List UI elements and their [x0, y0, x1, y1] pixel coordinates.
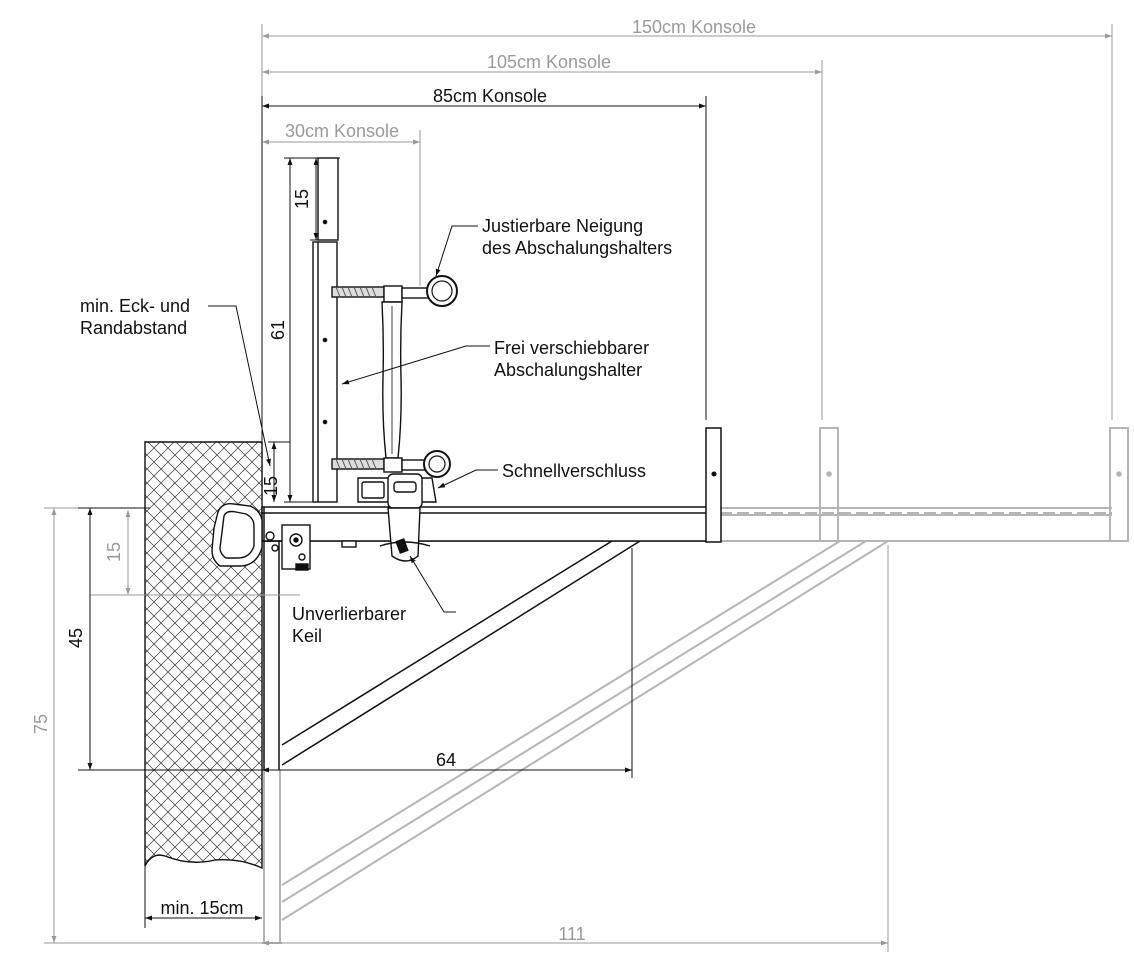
label-keil-2: Keil — [292, 626, 322, 646]
dim-75-label: 75 — [31, 714, 51, 734]
dim-45-label: 45 — [66, 628, 86, 648]
label-schnellverschluss: Schnellverschluss — [502, 461, 646, 481]
wall-bracket — [211, 502, 311, 571]
label-verschiebbar-2: Abschalungshalter — [494, 360, 642, 380]
grey-dimensions — [44, 24, 1113, 952]
label-keil-1: Unverlierbarer — [292, 604, 406, 624]
dim-61-label: 61 — [268, 320, 288, 340]
dim-105-label: 105cm Konsole — [487, 52, 611, 72]
label-neigung-1: Justierbare Neigung — [482, 216, 643, 236]
black-dimensions — [78, 96, 707, 928]
console-85 — [261, 427, 722, 770]
label-eck-2: Randabstand — [80, 318, 187, 338]
label-neigung-2: des Abschalungshalters — [482, 238, 672, 258]
formwork-holder — [312, 157, 458, 562]
dim-30-label: 30cm Konsole — [285, 121, 399, 141]
dim-15-mid-label: 15 — [261, 476, 281, 496]
leaders — [208, 225, 498, 613]
dim-64-label: 64 — [436, 750, 456, 770]
label-verschiebbar-1: Frei verschiebbarer — [494, 338, 649, 358]
dim-150-label: 150cm Konsole — [632, 17, 756, 37]
dim-111-label: 111 — [558, 924, 585, 944]
dim-85-label: 85cm Konsole — [433, 86, 547, 106]
min-15cm-label: min. 15cm — [160, 898, 243, 918]
dim-15-top-label: 15 — [292, 189, 312, 209]
dim-15-wall-label: 15 — [104, 542, 124, 562]
label-eck-1: min. Eck- und — [80, 296, 190, 316]
